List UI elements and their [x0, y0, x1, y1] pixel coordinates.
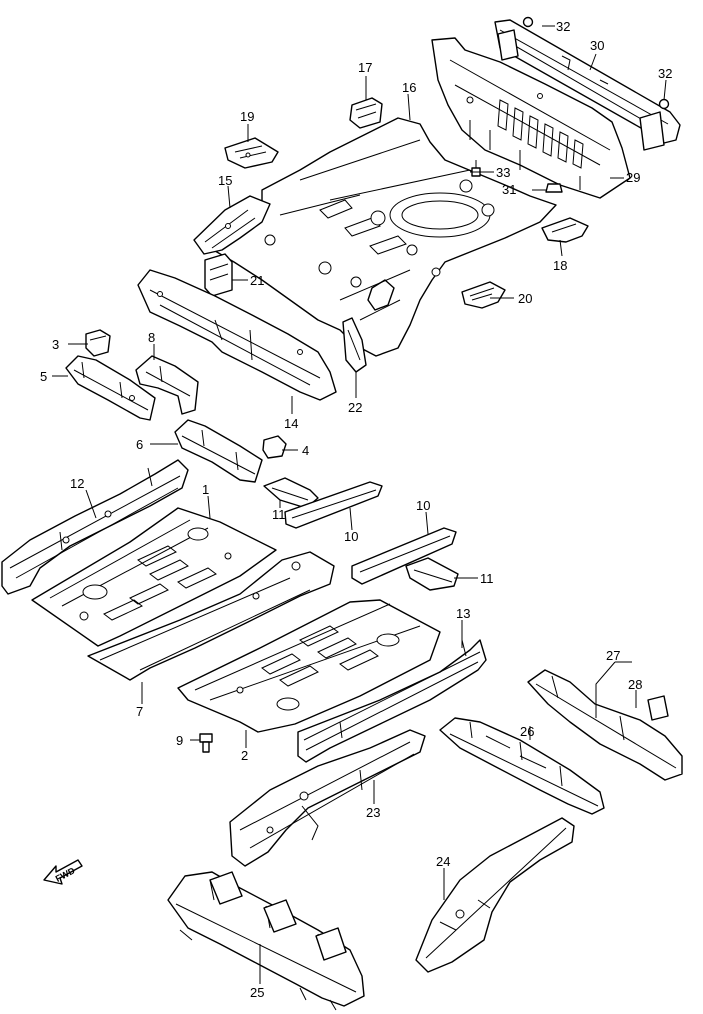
part-5-cross-member: [65, 355, 156, 421]
part-14-rear-cross-member: [137, 269, 337, 401]
callout-30: 30: [590, 38, 604, 53]
callout-27: 27: [606, 648, 620, 663]
callout-14: 14: [284, 416, 298, 431]
callout-17: 17: [358, 60, 372, 75]
part-6-cross-member: [174, 419, 263, 483]
part-2-front-floor-right: [177, 599, 441, 733]
callout-18: 18: [553, 258, 567, 273]
callout-9: 9: [176, 733, 183, 748]
callout-23: 23: [366, 805, 380, 820]
part-17-bracket: [349, 97, 383, 129]
part-26-front-cross-member: [439, 717, 605, 815]
part-1-front-floor-left: [31, 507, 277, 647]
callout-8: 8: [148, 330, 155, 345]
forward-arrow-icon: FWD: [43, 859, 83, 885]
callout-29: 29: [626, 170, 640, 185]
callout-7: 7: [136, 704, 143, 719]
part-10-lower-reinforcement: [351, 527, 457, 585]
callout-32-right: 32: [658, 66, 672, 81]
callout-15: 15: [218, 173, 232, 188]
part-11-lower-bracket: [405, 557, 459, 591]
callout-32-top: 32: [556, 19, 570, 34]
callout-10-left: 10: [344, 529, 358, 544]
callout-3: 3: [52, 337, 59, 352]
part-20-bracket: [461, 281, 506, 309]
part-25-front-suspension-frame: [167, 871, 365, 1011]
callout-26: 26: [520, 724, 534, 739]
callout-12: 12: [70, 476, 84, 491]
callout-21: 21: [250, 273, 264, 288]
fastener-32-upper: [522, 16, 534, 28]
part-4-bracket: [262, 435, 287, 459]
callout-20: 20: [518, 291, 532, 306]
callout-22: 22: [348, 400, 362, 415]
part-9-bolt: [199, 733, 213, 753]
part-10-upper-reinforcement: [284, 481, 383, 529]
fastener-31: [545, 183, 563, 193]
callout-6: 6: [136, 437, 143, 452]
callout-5: 5: [40, 369, 47, 384]
part-15-floor-side-member: [193, 195, 271, 255]
callout-33: 33: [496, 165, 510, 180]
callout-16: 16: [402, 80, 416, 95]
part-12-left-sill: [1, 459, 189, 595]
part-19-bracket: [224, 137, 279, 169]
part-7-center-tunnel: [87, 551, 335, 681]
callout-13: 13: [456, 606, 470, 621]
part-23-front-side-member: [229, 729, 426, 867]
part-27-rear-side-member: [527, 669, 683, 781]
callout-2: 2: [241, 748, 248, 763]
fastener-33: [471, 160, 481, 177]
part-13-right-sill: [297, 639, 487, 763]
leader-lines: [52, 25, 667, 984]
callout-31: 31: [502, 182, 516, 197]
part-24-rear-side-member-lower: [415, 817, 575, 973]
fastener-32-right: [658, 98, 670, 110]
part-16-rear-floor-pan: [209, 117, 557, 357]
callout-24: 24: [436, 854, 450, 869]
callout-11-lower: 11: [480, 571, 494, 586]
part-21-bracket: [204, 253, 233, 297]
part-3-bracket: [85, 329, 111, 357]
callout-28: 28: [628, 677, 642, 692]
callout-11-upper: 11: [272, 507, 286, 522]
part-30-rear-reinforcement: [494, 19, 681, 151]
callout-19: 19: [240, 109, 254, 124]
callout-25: 25: [250, 985, 264, 1000]
part-8-support: [135, 355, 199, 415]
callout-4: 4: [302, 443, 309, 458]
part-22-bracket: [342, 317, 367, 373]
callout-10-right: 10: [416, 498, 430, 513]
callout-labels: 32 30 32 17 16 19 33 29 15 31 18 21 20 8…: [40, 19, 672, 1000]
part-18-bracket: [541, 217, 589, 243]
part-29-rear-end-panel: [431, 37, 631, 199]
callout-1: 1: [202, 482, 209, 497]
